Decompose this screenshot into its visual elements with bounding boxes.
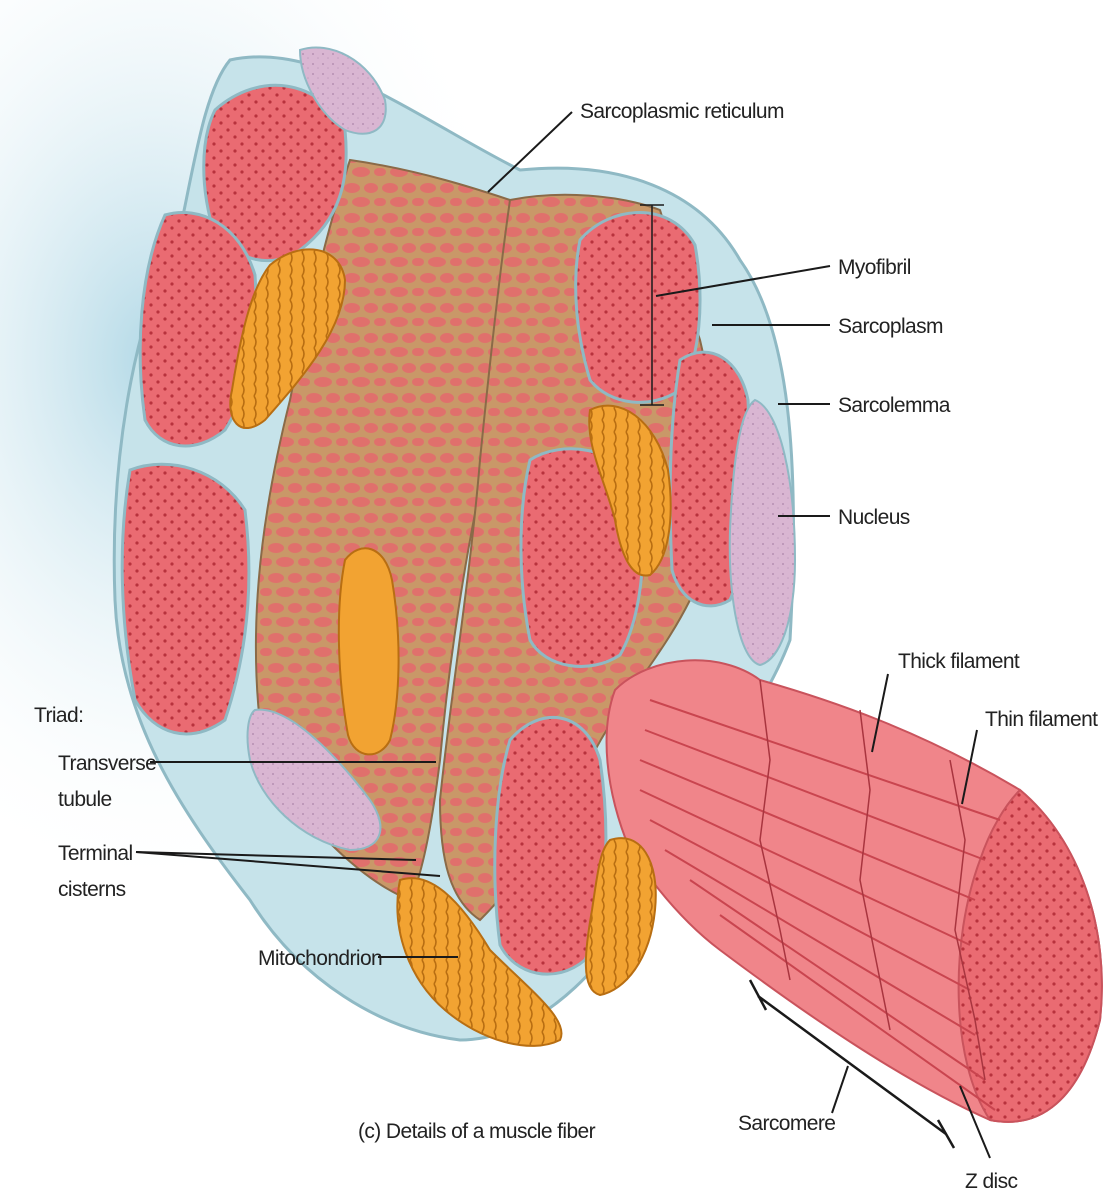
leader-terminal-cisterns-1 xyxy=(135,851,417,861)
myofibril-end-cap xyxy=(957,788,1103,1123)
myofibril-left-2 xyxy=(120,462,251,736)
label-triad: Triad: xyxy=(34,704,83,727)
nucleus-right xyxy=(728,398,797,667)
leader-z-disc xyxy=(959,1085,991,1159)
nucleus-lower-left xyxy=(246,708,382,852)
mitochondrion-upper-left xyxy=(229,248,347,430)
label-sarcolemma: Sarcolemma xyxy=(838,394,951,417)
label-tubule: tubule xyxy=(58,788,112,811)
mitochondrion-bottom xyxy=(396,877,563,1047)
myofibril-left-1 xyxy=(138,211,258,448)
mitochondrion-center xyxy=(337,547,400,756)
leader-thin-filament xyxy=(961,729,978,805)
label-myofibril: Myofibril xyxy=(838,256,911,279)
label-sarcoplasmic-reticulum: Sarcoplasmic reticulum xyxy=(580,100,784,123)
filament-lines xyxy=(639,699,1001,1111)
label-terminal: Terminal xyxy=(58,842,133,865)
label-sarcomere: Sarcomere xyxy=(738,1112,835,1135)
myofibril-top-left xyxy=(202,83,348,263)
label-z-disc: Z disc xyxy=(965,1170,1018,1193)
label-mitochondrion: Mitochondrion xyxy=(258,947,382,970)
leader-terminal-cisterns-2 xyxy=(135,851,441,877)
label-nucleus: Nucleus xyxy=(838,506,910,529)
leader-sarcomere xyxy=(831,1065,849,1114)
mitochondrion-right xyxy=(588,404,672,577)
myofibril-sarcomere-marker xyxy=(640,204,664,406)
label-thick-filament: Thick filament xyxy=(898,650,1020,673)
z-disc-lines xyxy=(759,679,986,1081)
label-thin-filament: Thin filament xyxy=(985,708,1098,731)
leader-sarcoplasmic-reticulum xyxy=(487,111,573,193)
figure-caption: (c) Details of a muscle fiber xyxy=(358,1120,596,1143)
leader-thick-filament xyxy=(871,673,889,753)
sarcomere-bracket xyxy=(748,979,956,1149)
nucleus-top xyxy=(298,46,387,135)
mitochondrion-bottom-right xyxy=(584,837,657,997)
label-sarcoplasm: Sarcoplasm xyxy=(838,315,943,338)
leader-myofibril xyxy=(655,265,831,297)
label-cisterns: cisterns xyxy=(58,878,126,901)
label-transverse: Transverse xyxy=(58,752,156,775)
